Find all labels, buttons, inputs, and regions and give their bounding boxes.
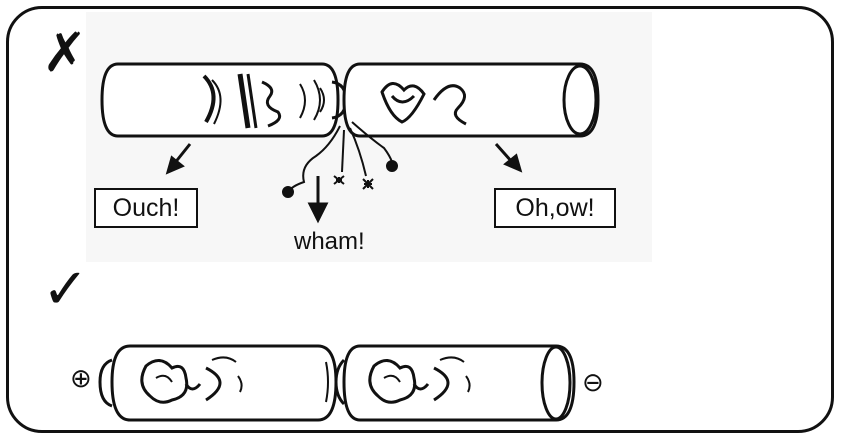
- left-battery-happy: [98, 344, 338, 422]
- wham-label: wham!: [294, 228, 365, 255]
- collision-debris: [282, 121, 398, 198]
- diagram-frame: [6, 6, 834, 433]
- right-battery-happy: [334, 344, 576, 422]
- negative-terminal-icon: ⊖: [582, 368, 604, 398]
- arrows: [165, 143, 523, 224]
- check-mark-icon: ✓: [42, 257, 89, 322]
- ouch-label: Ouch!: [94, 188, 198, 228]
- positive-terminal-icon: ⊕: [70, 364, 92, 394]
- cross-mark-icon: ✗: [42, 21, 88, 84]
- right-battery-unhappy: [342, 62, 600, 138]
- oh-ow-label: Oh,ow!: [494, 188, 616, 228]
- left-battery-unhappy: [100, 62, 348, 138]
